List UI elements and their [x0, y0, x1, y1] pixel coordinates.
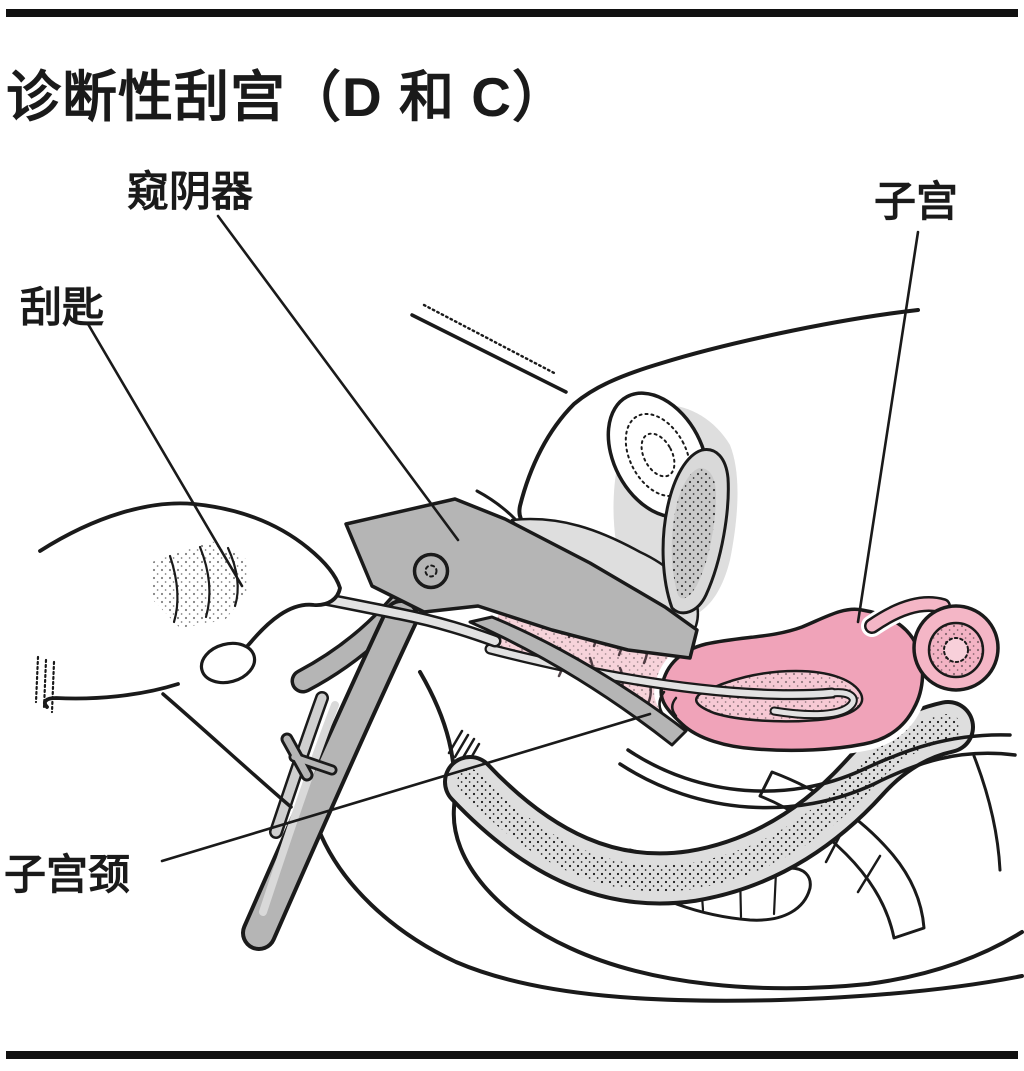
clitoral-fold-line	[475, 489, 517, 521]
leader-cervix	[160, 712, 652, 863]
leader-lines	[86, 214, 920, 863]
ovary-and-tube	[861, 593, 1000, 692]
thumb	[199, 641, 257, 685]
bottom-rule	[6, 1051, 1018, 1059]
hand	[34, 501, 342, 809]
speculum	[191, 497, 699, 951]
gluteal-fold-curve	[316, 826, 1024, 1003]
pubic-region	[510, 391, 738, 646]
fallopian-tube	[866, 598, 949, 632]
rectum	[443, 700, 1017, 906]
label-speculum: 窥阴器	[127, 168, 254, 215]
speculum-body-upper-blade	[344, 497, 699, 660]
leader-speculum	[216, 214, 460, 542]
top-rule	[6, 9, 1018, 17]
label-curette: 刮匙	[20, 284, 105, 331]
abdomen-crease-line	[410, 313, 568, 394]
thumbscrew	[280, 732, 338, 782]
figure-title: 诊断性刮宫（D 和 C）	[6, 66, 569, 128]
speculum-lower-blade	[468, 615, 688, 747]
leader-uterus	[856, 230, 920, 624]
label-uterus: 子宫	[874, 178, 959, 225]
pubic-bone	[661, 448, 730, 615]
rectal-wall-line-upper	[626, 733, 1012, 793]
leader-curette	[86, 322, 244, 588]
abdomen-crease-stipple	[422, 303, 558, 376]
hand-ulnar-edge	[161, 692, 293, 809]
rectal-wall-line-lower	[618, 751, 1017, 810]
sacral-promontory-line	[972, 754, 1002, 872]
wrist-crease-hatching	[34, 655, 56, 714]
speculum-pivot	[412, 552, 450, 590]
label-cervix: 子宫颈	[4, 851, 131, 898]
hand-outline-top	[38, 501, 342, 660]
rectum-contents-stipple	[457, 714, 961, 892]
